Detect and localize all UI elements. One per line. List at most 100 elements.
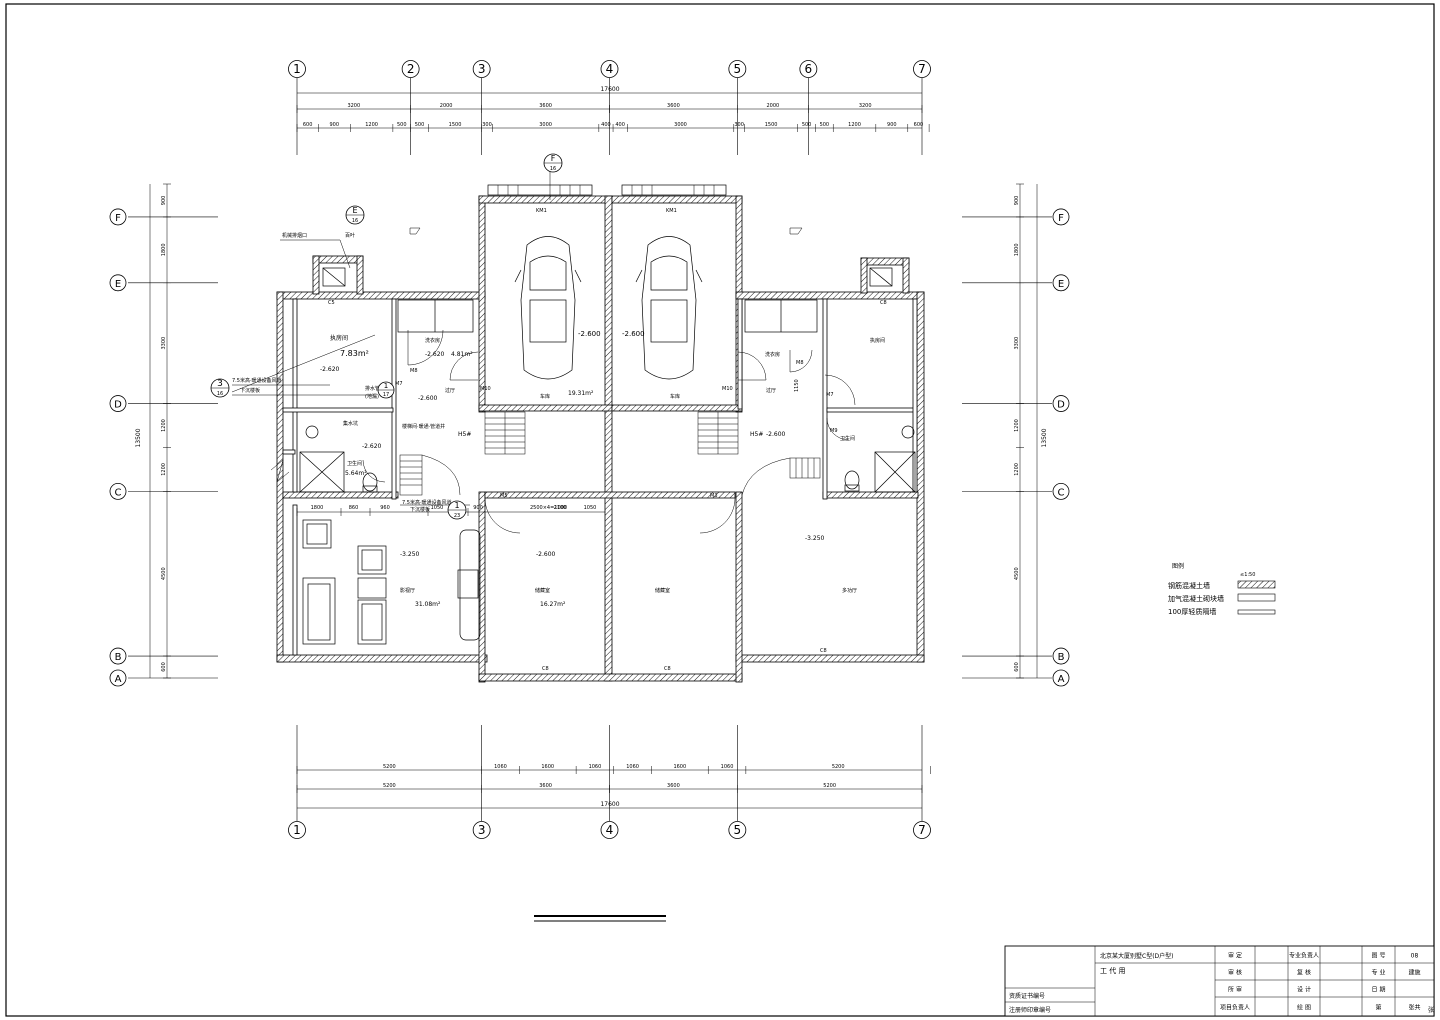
room-elev: -2.620 (425, 351, 445, 358)
stair-label: H5# (750, 431, 763, 438)
dimension-value: 1200 (365, 122, 378, 128)
annotation-note: 楼梯间·暖通·管道井 (402, 423, 445, 430)
axis-bubble: 2 (401, 60, 420, 78)
axis-bubble: 3 (472, 60, 491, 78)
legend-scale: ≤1:50 (1240, 572, 1255, 578)
svg-text:16: 16 (550, 166, 556, 172)
floor-plan (231, 160, 925, 683)
left-total-dim: 13500 (135, 428, 142, 447)
room-elev: -2.600 (536, 551, 556, 558)
door-swing (824, 374, 856, 406)
window-label: C8 (820, 648, 827, 654)
axis-bubble: C (109, 482, 127, 500)
stair-icon (484, 411, 526, 455)
dimension-value: 4500 (161, 567, 167, 580)
dimension-value: 900 (161, 196, 167, 206)
window-label: C8 (664, 666, 671, 672)
annotation-note: 集水坑 (343, 420, 358, 427)
title-block-cell: 绘 图 (1297, 1004, 1311, 1012)
svg-text:E: E (115, 279, 121, 290)
svg-text:A: A (115, 674, 122, 685)
axis-bubble: A (109, 669, 127, 687)
dimension-value: 1200 (161, 463, 167, 476)
shower-icon (299, 451, 345, 493)
annotation-note: 下沉楼板 (240, 387, 260, 394)
dimension-value: 860 (349, 505, 359, 511)
dimension-value: 1060 (494, 764, 507, 770)
dimension-value: 3000 (539, 122, 552, 128)
axis-bubble: 7 (913, 60, 931, 78)
dimension-value: 3600 (539, 783, 552, 789)
svg-text:F: F (551, 154, 556, 163)
door-label: M5 (500, 493, 508, 499)
svg-text:1: 1 (384, 382, 388, 390)
approval-label: 注册师印章编号 (1009, 1006, 1051, 1014)
approval-label: 资质证书编号 (1009, 992, 1045, 1000)
legend-title: 图例 (1172, 562, 1184, 570)
stair-label: H5# (458, 431, 471, 438)
room-elev: -2.600 (418, 395, 438, 402)
toilet-icon (844, 470, 860, 490)
dimension-value: 1800 (161, 243, 167, 256)
dimension-value: 1600 (541, 764, 554, 770)
axis-bubble: B (109, 647, 127, 665)
car-icon (635, 236, 703, 380)
axis-bubble: B (1052, 647, 1070, 665)
detail-callout: 1 23 (447, 500, 467, 520)
dimension-value: 2000 (766, 103, 779, 109)
project-title: 北京某大厦别墅C型(D户型) (1100, 952, 1174, 960)
garage-label: 车库 (540, 393, 550, 400)
door-swing (407, 329, 444, 366)
room-name: 卫生间 (347, 460, 362, 467)
dimension-value: 500 (820, 122, 830, 128)
svg-text:7: 7 (918, 62, 926, 76)
dimension-value: 5200 (383, 783, 396, 789)
dimension-value: 900 (1014, 196, 1020, 206)
dimension-value: 5200 (383, 764, 396, 770)
svg-text:7: 7 (918, 823, 926, 837)
axis-bubble: C (1052, 482, 1070, 500)
title-block-suffix: 张 (1428, 1006, 1434, 1014)
room-name: 洗衣房 (765, 351, 780, 358)
svg-text:17: 17 (383, 392, 389, 398)
svg-text:23: 23 (454, 513, 460, 519)
dimension-value: 900 (887, 122, 897, 128)
door-label: M8 (410, 368, 418, 374)
annotation-note: 7.5米高·暖通设备风道 (232, 377, 282, 384)
dimension-value: 3600 (539, 103, 552, 109)
axis-bubble: F (109, 208, 127, 226)
dimension-value: 1200 (1014, 463, 1020, 476)
svg-text:A: A (1058, 674, 1065, 685)
svg-text:F: F (115, 213, 121, 224)
svg-text:3: 3 (217, 379, 223, 389)
room-elev: -2.620 (362, 443, 382, 450)
svg-text:1: 1 (454, 501, 459, 510)
room-name: 洗衣房 (425, 337, 440, 344)
legend: 图例 ≤1:50 钢筋混凝土墙 加气混凝土砌块墙 100厚轻质隔墙 (1168, 562, 1276, 616)
room-elev: -3.250 (400, 551, 420, 558)
dimension-value: 500 (802, 122, 812, 128)
legend-item: 加气混凝土砌块墙 (1168, 594, 1224, 603)
window-label: C8 (880, 300, 887, 306)
room-area: 31.08m² (415, 601, 441, 608)
legend-swatch-partition (1237, 609, 1276, 615)
door-label: M10 (480, 386, 491, 392)
detail-callout: E 16 (345, 205, 365, 225)
dimension-value: 3300 (1014, 337, 1020, 350)
svg-text:B: B (115, 652, 122, 663)
room-area: 7.83m² (340, 349, 369, 358)
dimension-value: 4500 (1014, 567, 1020, 580)
room-name: 过厅 (766, 387, 776, 394)
dimension-value: 3200 (347, 103, 360, 109)
stair-icon (741, 457, 821, 496)
door-label: M8 (796, 360, 804, 366)
room-elev: -2.600 (578, 330, 601, 338)
svg-text:5: 5 (734, 62, 742, 76)
axis-bubble: E (109, 274, 127, 292)
detail-callout: 1 17 (377, 381, 395, 399)
svg-text:16: 16 (217, 391, 223, 397)
dimension-value: 900 (330, 122, 340, 128)
room-name: 执房间 (870, 337, 885, 344)
title-block-cell: 审 定 (1228, 952, 1242, 960)
